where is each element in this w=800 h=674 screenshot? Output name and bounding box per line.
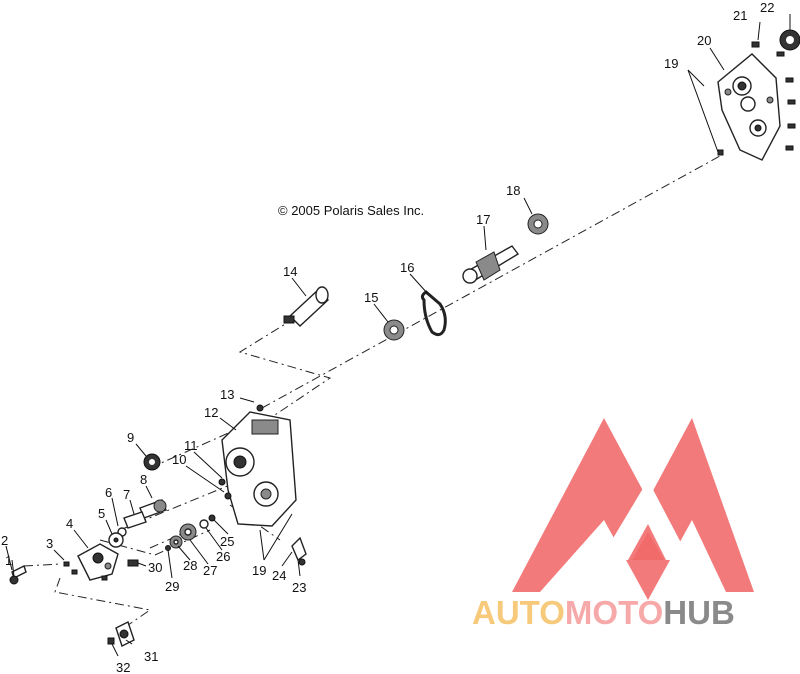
part-gear-27-28 xyxy=(169,523,197,549)
callout-label: 19 xyxy=(664,56,678,71)
part-seal-9 xyxy=(143,453,161,471)
leader-lines xyxy=(5,14,791,657)
callout-label: 30 xyxy=(148,560,162,575)
part-pin-30 xyxy=(127,559,139,567)
callout-label: 21 xyxy=(733,8,747,23)
callout-label: 17 xyxy=(476,212,490,227)
callout-label: 14 xyxy=(283,264,297,279)
callout-label: 13 xyxy=(220,387,234,402)
callout-label: 12 xyxy=(204,405,218,420)
part-sensor-23-24 xyxy=(291,536,307,566)
part-right-cover xyxy=(717,53,781,161)
part-fasteners-3 xyxy=(63,561,108,581)
part-cover-bolts xyxy=(717,41,796,156)
part-main-case xyxy=(221,404,297,527)
part-gear-5 xyxy=(108,532,124,548)
watermark-inner-g-bar xyxy=(632,532,664,560)
callout-label: 11 xyxy=(184,438,198,453)
callout-label: 23 xyxy=(292,580,306,595)
callout-label: 28 xyxy=(183,558,197,573)
part-housing-4 xyxy=(77,543,119,581)
part-shaft-17 xyxy=(462,245,520,284)
watermark-logo xyxy=(512,418,754,600)
part-cap-31 xyxy=(115,621,135,647)
watermark-inner-g xyxy=(600,480,690,560)
callout-label: 1 xyxy=(5,553,12,568)
watermark-moto: MOTO xyxy=(565,594,663,631)
callout-label: 19 xyxy=(252,563,266,578)
callout-label: 31 xyxy=(144,649,158,664)
callout-label: 9 xyxy=(127,430,134,445)
part-small-25-26-29 xyxy=(165,478,232,551)
callout-label: 15 xyxy=(364,290,378,305)
callout-label: 20 xyxy=(697,33,711,48)
watermark-auto: AUTO xyxy=(472,594,565,631)
part-bearing-15 xyxy=(383,319,405,341)
callout-label: 10 xyxy=(172,452,186,467)
callout-labels: 2 1 3 4 5 6 7 8 9 10 11 12 13 14 15 16 1… xyxy=(1,0,774,674)
part-bearing-18 xyxy=(527,213,549,235)
callout-label: 2 xyxy=(1,533,8,548)
callout-label: 5 xyxy=(98,506,105,521)
callout-label: 3 xyxy=(46,536,53,551)
callout-label: 26 xyxy=(216,549,230,564)
callout-label: 7 xyxy=(123,487,130,502)
callout-label: 4 xyxy=(66,516,73,531)
callout-label: 24 xyxy=(272,568,286,583)
callout-label: 25 xyxy=(220,534,234,549)
callout-label: 22 xyxy=(760,0,774,15)
callout-label: 16 xyxy=(400,260,414,275)
part-bolt-32 xyxy=(107,637,115,645)
callout-label: 32 xyxy=(116,660,130,674)
callout-label: 8 xyxy=(140,472,147,487)
copyright-text: © 2005 Polaris Sales Inc. xyxy=(278,203,424,218)
callout-label: 29 xyxy=(165,579,179,594)
part-bolt-1-2 xyxy=(9,565,27,585)
part-shaft-7 xyxy=(123,511,147,529)
watermark-text: AUTOMOTOHUB xyxy=(472,594,735,631)
part-shaft-14 xyxy=(283,286,330,327)
callout-label: 18 xyxy=(506,183,520,198)
part-seal-22 xyxy=(779,29,800,51)
callout-label: 27 xyxy=(203,563,217,578)
watermark-hub: HUB xyxy=(663,594,735,631)
part-chain-16 xyxy=(420,290,447,337)
callout-label: 6 xyxy=(105,485,112,500)
